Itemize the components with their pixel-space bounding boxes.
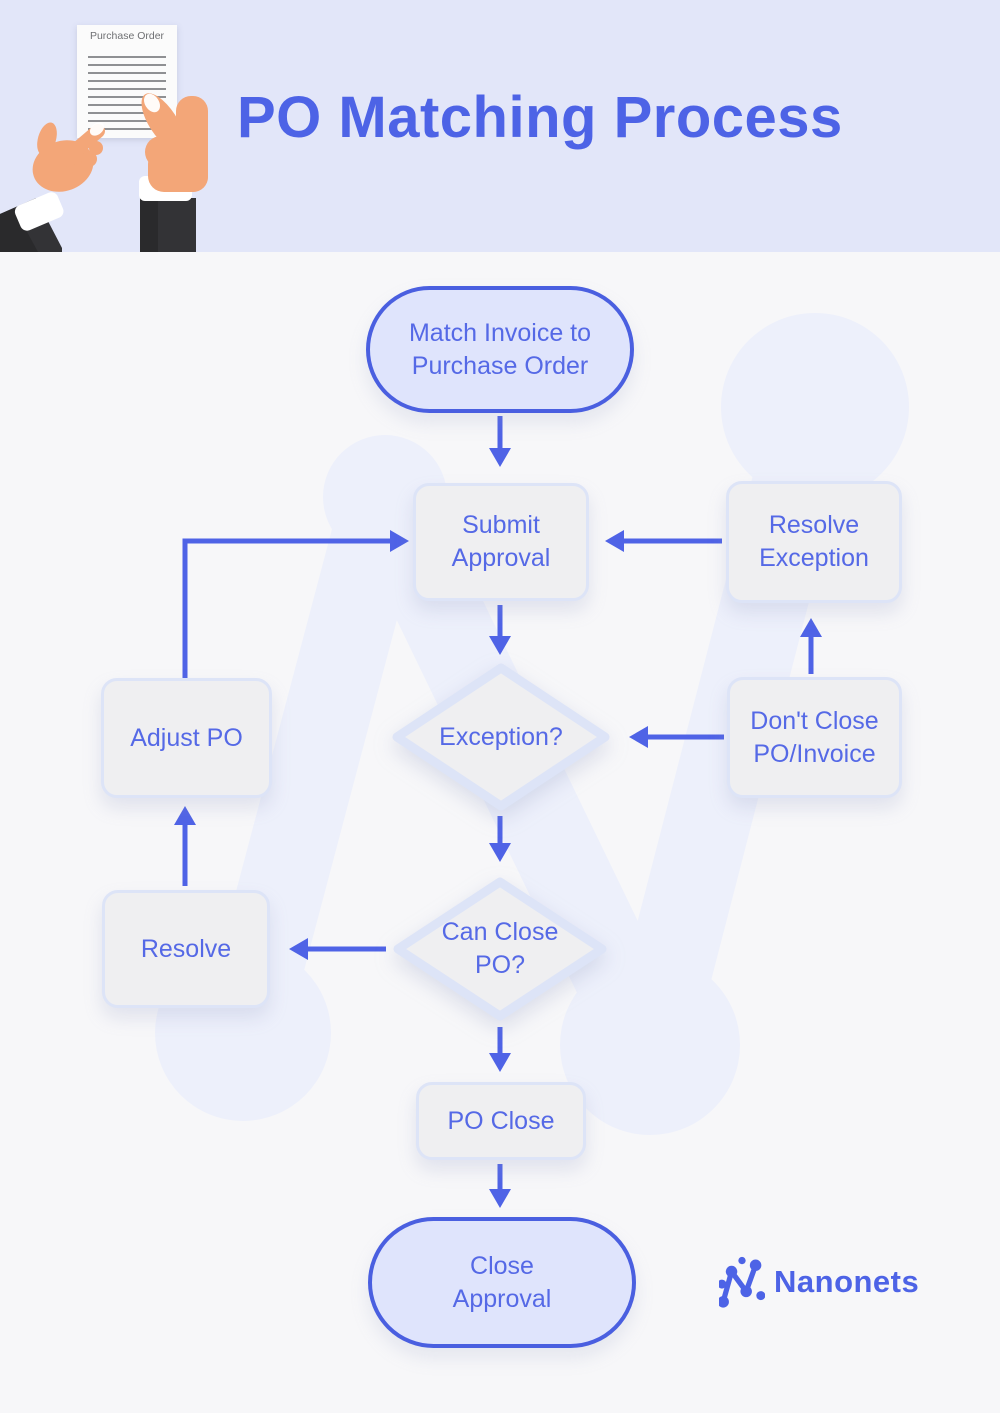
node-submit-approval: Submit Approval — [413, 483, 589, 601]
diamond-shape — [393, 877, 607, 1021]
node-po-close: PO Close — [416, 1082, 586, 1160]
arrow-match-to-submit — [489, 416, 511, 467]
arrow-resolve-to-adjust — [174, 806, 196, 886]
node-can-close-decision: Can Close PO? — [389, 874, 611, 1024]
hands-holding-paper-icon — [0, 93, 208, 252]
node-match-invoice: Match Invoice to Purchase Order — [366, 286, 634, 413]
arrow-dontclose-to-exception — [629, 726, 724, 748]
nanonets-logo: Nanonets — [719, 1256, 919, 1308]
arrow-canclose-to-poclose — [489, 1027, 511, 1072]
node-adjust-po-label: Adjust PO — [130, 723, 243, 752]
node-resolve-exception-label: Resolve Exception — [759, 511, 869, 572]
arrow-submit-to-exception — [489, 605, 511, 655]
arrow-dontclose-to-resolveexc — [800, 618, 822, 674]
arrow-canclose-to-resolve — [289, 938, 386, 960]
node-po-close-label: PO Close — [447, 1106, 555, 1135]
nanonets-mark-icon — [719, 1256, 765, 1308]
node-dont-close: Don't Close PO/Invoice — [727, 677, 902, 798]
header-banner: Purchase Order — [0, 0, 1000, 252]
arrow-poclose-to-closeapproval — [489, 1164, 511, 1208]
node-exception-label: Exception? — [439, 722, 563, 751]
arrow-exception-to-canclose — [489, 816, 511, 862]
nanonets-wordmark: Nanonets — [774, 1264, 920, 1299]
node-submit-approval-label: Submit Approval — [451, 511, 551, 572]
paper-title: Purchase Order — [89, 30, 165, 42]
node-exception-decision: Exception? — [388, 660, 614, 814]
node-close-approval: Close Approval — [368, 1217, 636, 1348]
node-match-invoice-label: Match Invoice to Purchase Order — [408, 318, 592, 380]
node-resolve: Resolve — [102, 890, 270, 1008]
purchase-order-paper: Purchase Order — [77, 25, 177, 138]
diamond-shape — [392, 663, 610, 811]
purchase-order-illustration: Purchase Order — [0, 0, 240, 252]
node-can-close-label: Can Close PO? — [441, 918, 559, 979]
arrow-resolveexc-to-submit — [605, 530, 722, 552]
arrow-adjust-to-submit — [182, 530, 409, 678]
node-close-approval-label: Close Approval — [452, 1251, 552, 1313]
node-resolve-label: Resolve — [140, 934, 232, 963]
page-title: PO Matching Process — [237, 85, 843, 150]
node-adjust-po: Adjust PO — [101, 678, 272, 798]
node-resolve-exception: Resolve Exception — [726, 481, 902, 603]
node-dont-close-label: Don't Close PO/Invoice — [750, 706, 879, 768]
